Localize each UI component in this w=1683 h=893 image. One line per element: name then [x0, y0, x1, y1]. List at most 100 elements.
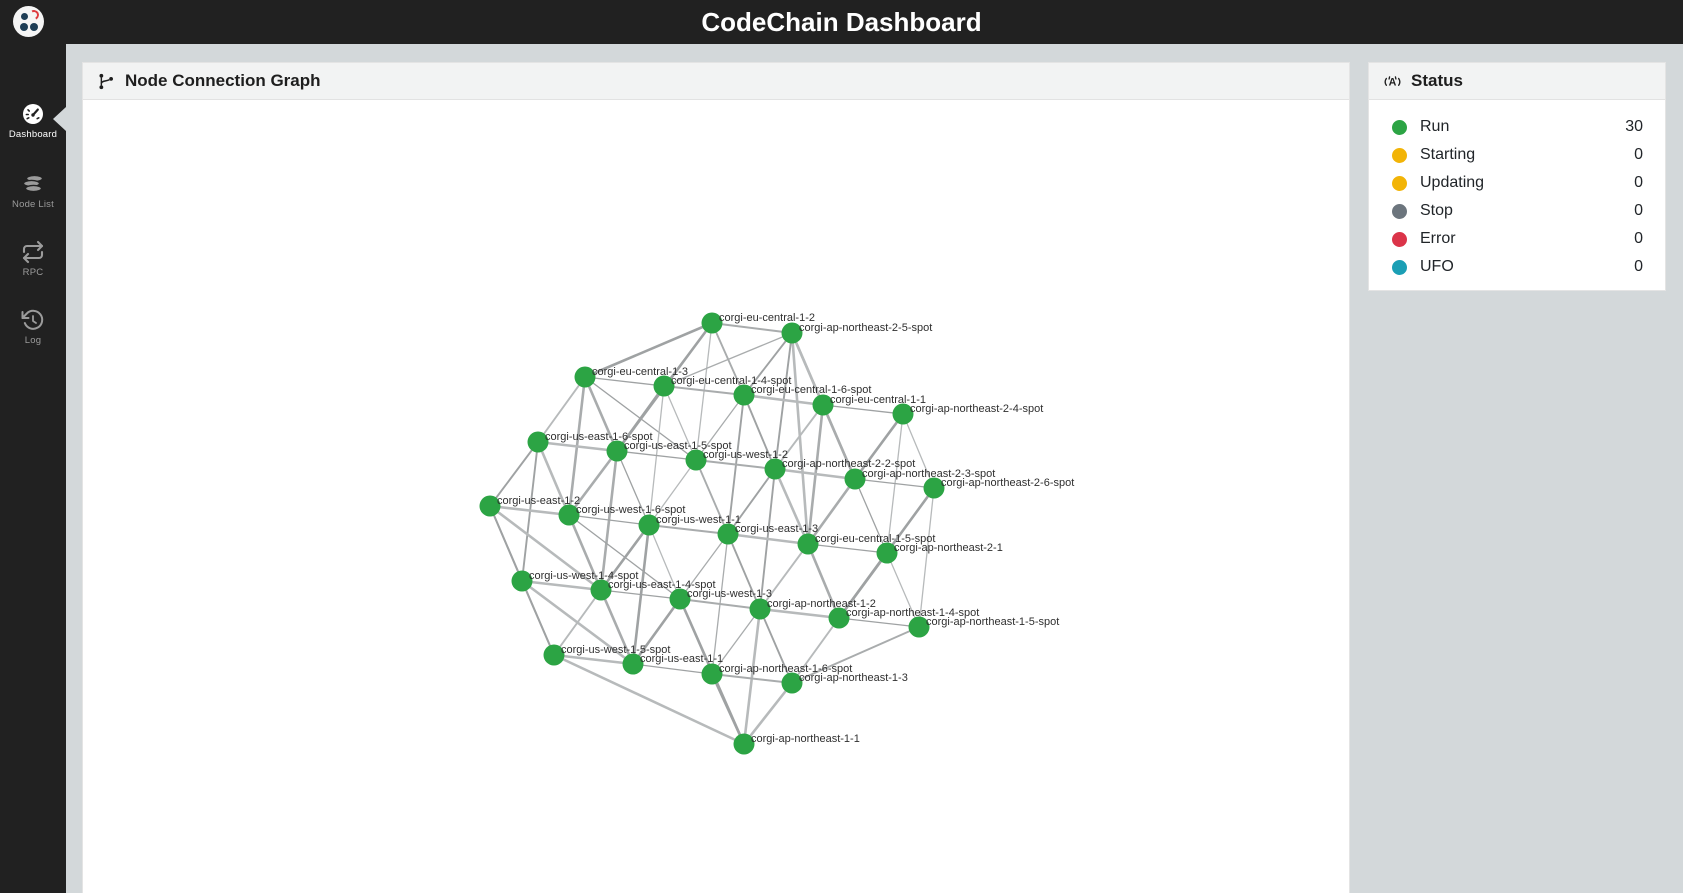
graph-edge [616, 450, 697, 461]
status-dot [1392, 119, 1407, 135]
graph-edge [679, 533, 729, 600]
graph-node[interactable] [892, 403, 914, 425]
graph-node-label: corgi-us-east-1-4-spot [608, 579, 716, 591]
graph-edge [791, 617, 840, 684]
graph-edge [759, 608, 793, 684]
sidebar-item-label: RPC [22, 267, 44, 278]
git-branch-icon [99, 73, 113, 89]
graph-node[interactable] [844, 468, 866, 490]
graph-node[interactable] [701, 312, 723, 334]
graph-node-label: corgi-us-east-1-5-spot [624, 440, 732, 452]
graph-edge [520, 579, 603, 592]
graph-node-label: corgi-ap-northeast-2-2-spot [782, 458, 915, 470]
graph-edge [537, 376, 586, 443]
graph-node-label: corgi-us-west-1-5-spot [561, 644, 670, 656]
graph-edge [711, 608, 761, 675]
graph-edge [584, 376, 665, 387]
graph-node-label: corgi-ap-northeast-2-6-spot [941, 477, 1074, 489]
graph-node-label: corgi-eu-central-1-3 [592, 366, 688, 378]
graph-panel-header: Node Connection Graph [83, 63, 1349, 100]
graph-node-label: corgi-us-west-1-2 [703, 449, 788, 461]
sidebar-item-rpc[interactable]: RPC [0, 240, 66, 296]
graph-edge [742, 681, 794, 746]
graph-node[interactable] [701, 663, 723, 685]
graph-edge [663, 385, 745, 396]
graph-edge [631, 597, 682, 666]
graph-node-label: corgi-ap-northeast-2-5-spot [799, 322, 932, 334]
graph-node[interactable] [764, 458, 786, 480]
graph-node-label: corgi-us-west-1-3 [687, 588, 772, 600]
graph-node[interactable] [669, 588, 691, 610]
graph-node[interactable] [558, 504, 580, 526]
graph-node[interactable] [622, 653, 644, 675]
graph-node[interactable] [479, 495, 501, 517]
graph-edge [552, 653, 746, 746]
graph-edge [695, 322, 713, 461]
graph-edge [600, 589, 681, 600]
sidebar-item-log[interactable]: Log [0, 308, 66, 364]
status-label: Stop [1420, 202, 1453, 219]
graph-node-label: corgi-us-west-1-6-spot [576, 504, 685, 516]
graph-node[interactable] [781, 322, 803, 344]
graph-edge [536, 440, 571, 517]
graph-node[interactable] [543, 644, 565, 666]
graph-edge [599, 523, 651, 592]
graph-node[interactable] [574, 366, 596, 388]
graph-edge [822, 404, 904, 415]
graph-edge [489, 441, 539, 507]
graph-edge [742, 607, 762, 746]
svg-text:A: A [1389, 76, 1397, 88]
graph-node[interactable] [638, 514, 660, 536]
graph-node[interactable] [908, 616, 930, 638]
graph-node-label: corgi-us-east-1-2 [497, 495, 580, 507]
graph-node-label: corgi-eu-central-1-2 [719, 312, 815, 324]
graph-node[interactable] [653, 375, 675, 397]
status-label: Updating [1420, 174, 1485, 191]
graph-edge [583, 321, 714, 379]
graph-edge [726, 532, 810, 546]
graph-node-label: corgi-us-east-1-6-spot [545, 431, 653, 443]
graph-node[interactable] [511, 570, 533, 592]
graph-edge [567, 449, 619, 517]
graph-edge [521, 580, 555, 656]
status-dot [1392, 231, 1407, 247]
gauge-icon [21, 102, 45, 126]
status-label: Starting [1420, 146, 1476, 163]
graph-node[interactable] [749, 598, 771, 620]
graph-edge [773, 467, 857, 481]
sidebar-item-node-list[interactable]: Node List [0, 172, 66, 228]
graph-node[interactable] [685, 449, 707, 471]
graph-edge [552, 653, 635, 666]
codechain-logo-icon[interactable] [13, 6, 44, 37]
graph-node[interactable] [606, 440, 628, 462]
status-label: Run [1420, 118, 1450, 135]
graph-node[interactable] [876, 542, 898, 564]
graph-node-label: corgi-ap-northeast-2-1 [894, 542, 1003, 554]
graph-node[interactable] [781, 672, 803, 694]
graph-node[interactable] [812, 394, 834, 416]
graph-node-label: corgi-ap-northeast-1-4-spot [846, 607, 979, 619]
graph-edge [742, 393, 825, 407]
graph-node[interactable] [590, 579, 612, 601]
status-count: 0 [1634, 146, 1643, 163]
graph-edge [854, 478, 888, 554]
graph-node[interactable] [717, 523, 739, 545]
graph-edge [821, 403, 857, 481]
graph-node[interactable] [828, 607, 850, 629]
graph-edge [663, 332, 793, 387]
graph-node[interactable] [797, 533, 819, 555]
graph-node[interactable] [923, 477, 945, 499]
broadcast-icon: A [1384, 75, 1401, 88]
status-dot [1392, 175, 1407, 191]
graph-node[interactable] [733, 733, 755, 755]
graph-node[interactable] [733, 384, 755, 406]
sidebar-item-dashboard[interactable]: Dashboard [0, 102, 66, 158]
graph-edge [488, 504, 571, 517]
app-title: CodeChain Dashboard [701, 7, 982, 37]
graph-node[interactable] [527, 431, 549, 453]
